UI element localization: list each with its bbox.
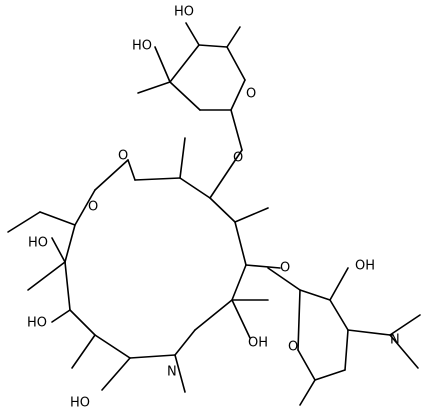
top-sugar-ring xyxy=(137,22,246,151)
atom-label-ring-o-bottom: O xyxy=(288,340,298,355)
atom-label-oxime-ho: HO xyxy=(70,396,90,411)
atom-label-oh-right-upper: OH xyxy=(355,259,375,274)
atom-label-ho-left-lower: HO xyxy=(27,316,47,331)
atom-label-ho-left-upper: HO xyxy=(28,236,48,251)
atom-label-glycosidic-o-right: O xyxy=(280,261,290,276)
macrolactone-ring xyxy=(7,137,281,393)
atom-label-dimethylamino-n: N xyxy=(390,333,400,348)
atom-label-oh-ring: OH xyxy=(248,336,268,351)
atom-label-ester-o: O xyxy=(88,200,98,215)
atom-label-carbonyl-o: O xyxy=(118,149,128,164)
bottom-sugar-ring xyxy=(267,267,421,406)
atom-label-glycosidic-o-top: O xyxy=(233,151,243,166)
atom-label-ho-upper-left: HO xyxy=(132,39,152,54)
atom-label-ho-top: HO xyxy=(174,5,194,20)
atom-label-oxime-n: N xyxy=(167,365,177,380)
atom-label-ring-o-top: O xyxy=(246,87,256,102)
